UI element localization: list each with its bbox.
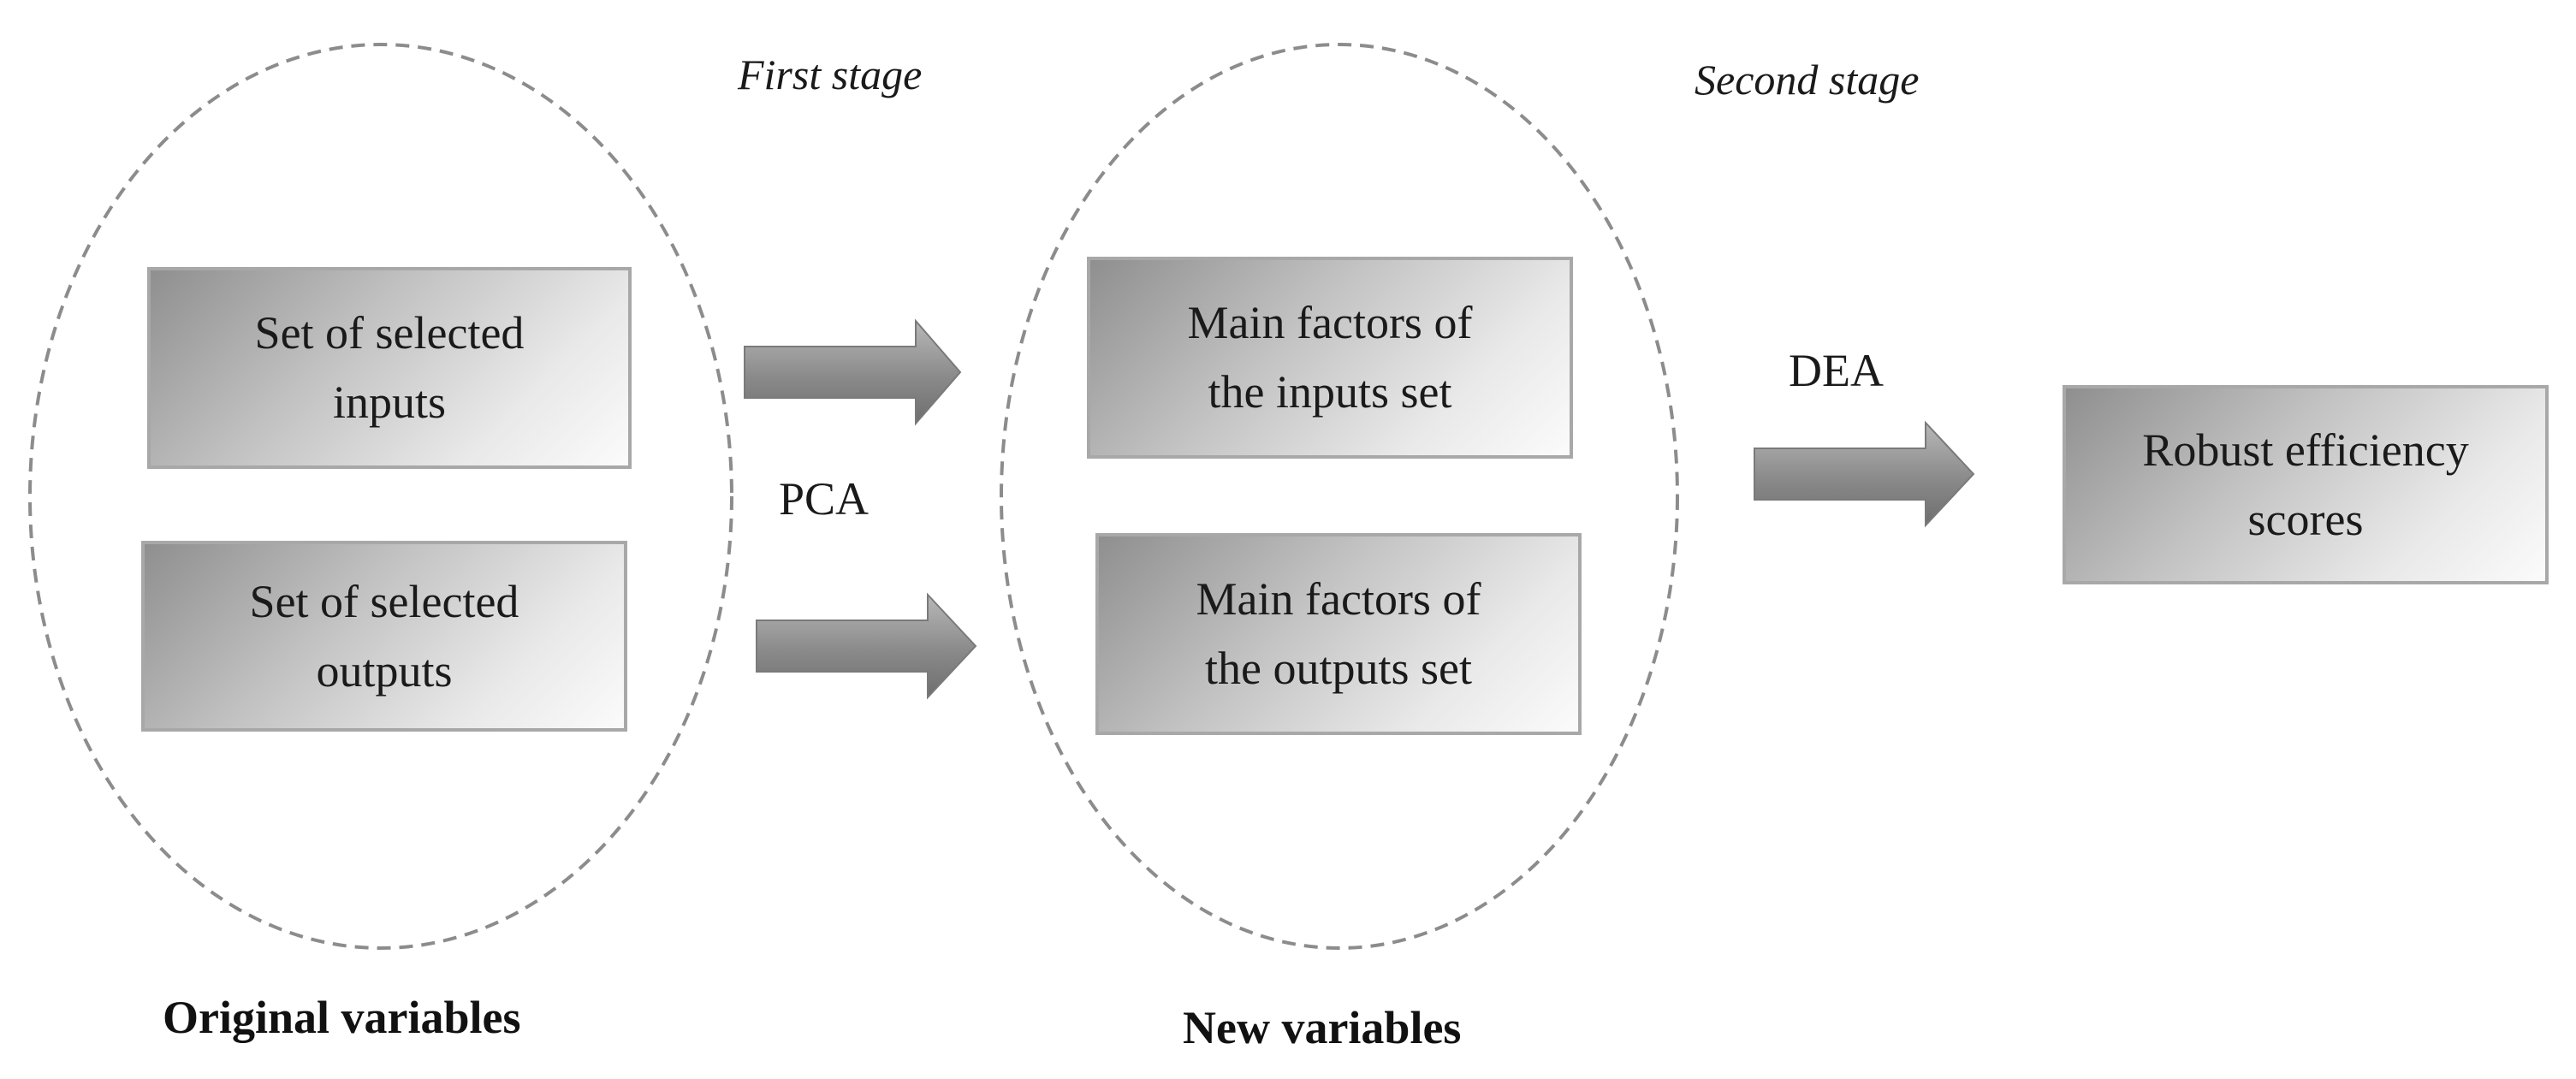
inputs-factors-box: Main factors of the inputs set <box>1087 257 1573 459</box>
pca-label: PCA <box>779 473 870 525</box>
inputs-factors-line-1: Main factors of <box>1187 297 1473 348</box>
inputs-factors-line-2: the inputs set <box>1208 366 1452 418</box>
selected-inputs-line-1: Set of selected <box>254 307 525 359</box>
original-variables-ellipse <box>28 43 733 950</box>
outputs-factors-box: Main factors of the outputs set <box>1095 533 1582 735</box>
original-variables-caption: Original variables <box>163 992 521 1043</box>
new-variables-ellipse <box>1000 43 1679 950</box>
second-stage-label: Second stage <box>1695 56 1920 104</box>
selected-outputs-box: Set of selected outputs <box>141 541 627 732</box>
arrow-factors-to-scores <box>1754 420 1975 528</box>
selected-inputs-line-2: inputs <box>332 376 446 428</box>
new-variables-caption: New variables <box>1183 1002 1462 1053</box>
robust-scores-line-2: scores <box>2247 493 2364 545</box>
selected-inputs-box: Set of selected inputs <box>147 267 632 469</box>
outputs-factors-line-1: Main factors of <box>1196 573 1481 625</box>
first-stage-label: First stage <box>738 50 923 98</box>
arrow-outputs-to-factors <box>756 592 977 700</box>
selected-outputs-line-1: Set of selected <box>249 575 519 627</box>
selected-outputs-line-2: outputs <box>316 644 453 697</box>
dea-label: DEA <box>1789 345 1884 396</box>
robust-scores-line-1: Robust efficiency <box>2142 424 2469 476</box>
robust-scores-box: Robust efficiency scores <box>2063 385 2549 584</box>
outputs-factors-line-2: the outputs set <box>1205 643 1472 694</box>
arrow-inputs-to-factors <box>744 318 962 426</box>
